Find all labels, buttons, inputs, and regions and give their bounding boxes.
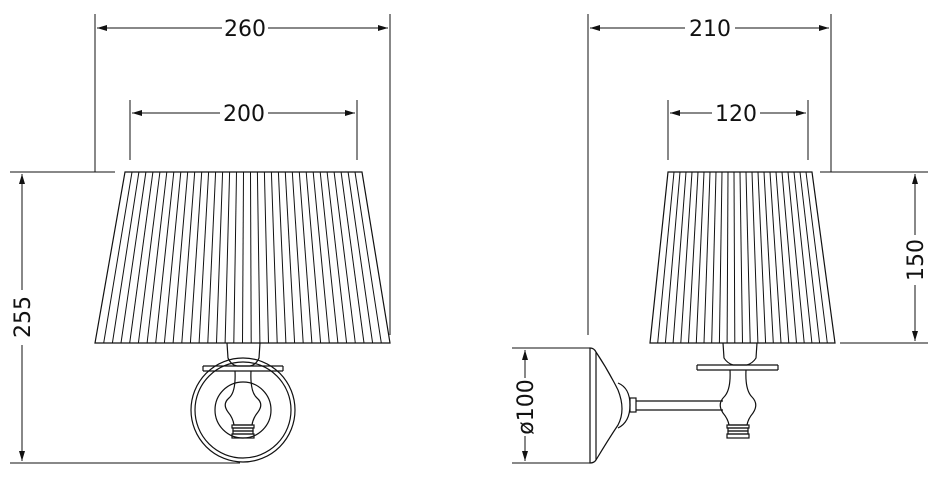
dim-label-255: 255 bbox=[11, 296, 36, 338]
shade-pleat-line bbox=[256, 171, 261, 344]
shade-pleat-line bbox=[326, 171, 348, 344]
shade-pleat-line bbox=[319, 171, 339, 344]
shade-pleat-line bbox=[155, 171, 175, 344]
dim-front-shade-top-width: 200 bbox=[129, 100, 358, 160]
shade-pleat-line bbox=[263, 171, 269, 344]
shade-pleats bbox=[103, 171, 382, 344]
shade-pleat-line bbox=[120, 171, 147, 344]
shade-pleat-line bbox=[224, 171, 231, 344]
shade-pleat-line bbox=[769, 171, 782, 344]
dim-label-210: 210 bbox=[689, 17, 731, 42]
shade-pleat-line bbox=[775, 171, 790, 344]
dim-label-120: 120 bbox=[715, 102, 757, 127]
front-lamp-body bbox=[190, 342, 296, 463]
shade-pleat-line bbox=[163, 171, 182, 344]
shade-pleat-line bbox=[726, 171, 729, 344]
shade-pleat-line bbox=[703, 171, 711, 344]
shade-pleat-line bbox=[664, 171, 681, 344]
shade-pleat-line bbox=[216, 171, 224, 344]
shade-pleat-line bbox=[298, 171, 313, 344]
front-view: 260 200 255 bbox=[10, 14, 391, 464]
shade-pleat-line bbox=[312, 171, 330, 344]
dim-front-shade-bottom-width: 260 bbox=[94, 14, 391, 335]
shade-pleat-line bbox=[181, 171, 196, 344]
shade-pleat-line bbox=[711, 171, 717, 344]
shade-pleat-line bbox=[129, 171, 154, 344]
side-view: 210 120 150 ø100 bbox=[512, 14, 929, 464]
dim-front-total-height: 255 bbox=[10, 171, 240, 464]
shade-pleat-line bbox=[787, 171, 805, 344]
shade-pleat-line bbox=[354, 171, 382, 344]
side-lamp-body bbox=[589, 342, 779, 464]
shade-pleat-line bbox=[270, 171, 278, 344]
shade-pleat-line bbox=[242, 171, 244, 344]
shade-pleats bbox=[657, 171, 828, 344]
shade-pleat-line bbox=[146, 171, 168, 344]
dim-side-backplate-diameter: ø100 bbox=[512, 347, 590, 464]
shade-pleat-line bbox=[799, 171, 821, 344]
shade-pleat-line bbox=[672, 171, 687, 344]
shade-pleat-line bbox=[763, 171, 774, 344]
shade-pleat-line bbox=[347, 171, 374, 344]
shade-pleat-line bbox=[751, 171, 759, 344]
side-lamp-shade bbox=[649, 171, 836, 344]
shade-pleat-line bbox=[688, 171, 699, 344]
shade-pleat-line bbox=[103, 171, 133, 344]
shade-pleat-line bbox=[757, 171, 767, 344]
shade-pleat-line bbox=[333, 171, 356, 344]
shade-pleat-line bbox=[733, 171, 736, 344]
shade-pleat-line bbox=[680, 171, 693, 344]
dim-label-150: 150 bbox=[904, 239, 929, 281]
shade-pleat-line bbox=[111, 171, 140, 344]
shade-pleat-line bbox=[718, 171, 723, 344]
shade-pleat-line bbox=[233, 171, 237, 344]
shade-pleat-line bbox=[189, 171, 203, 344]
shade-pleat-line bbox=[284, 171, 296, 344]
shade-pleat-line bbox=[305, 171, 322, 344]
shade-pleat-line bbox=[793, 171, 813, 344]
shade-pleat-line bbox=[781, 171, 797, 344]
front-lamp-shade bbox=[94, 171, 391, 344]
dim-label-diameter-100: ø100 bbox=[514, 379, 539, 434]
dim-label-200: 200 bbox=[223, 102, 265, 127]
dim-label-260: 260 bbox=[224, 17, 266, 42]
dim-side-projection: 210 bbox=[587, 14, 832, 335]
shade-pleat-line bbox=[805, 171, 828, 344]
dim-side-shade-height: 150 bbox=[820, 171, 929, 344]
shade-pleat-line bbox=[277, 171, 287, 344]
shade-pleat-line bbox=[198, 171, 210, 344]
shade-pleat-line bbox=[695, 171, 705, 344]
shade-pleat-line bbox=[250, 171, 252, 344]
shade-pleat-line bbox=[739, 171, 743, 344]
shade-pleat-line bbox=[745, 171, 751, 344]
shade-pleat-line bbox=[340, 171, 365, 344]
shade-pleat-line bbox=[207, 171, 217, 344]
shade-pleat-line bbox=[137, 171, 161, 344]
shade-pleat-line bbox=[172, 171, 189, 344]
dim-side-shade-top-width: 120 bbox=[667, 100, 809, 160]
shade-pleat-line bbox=[291, 171, 304, 344]
shade-pleat-line bbox=[657, 171, 675, 344]
